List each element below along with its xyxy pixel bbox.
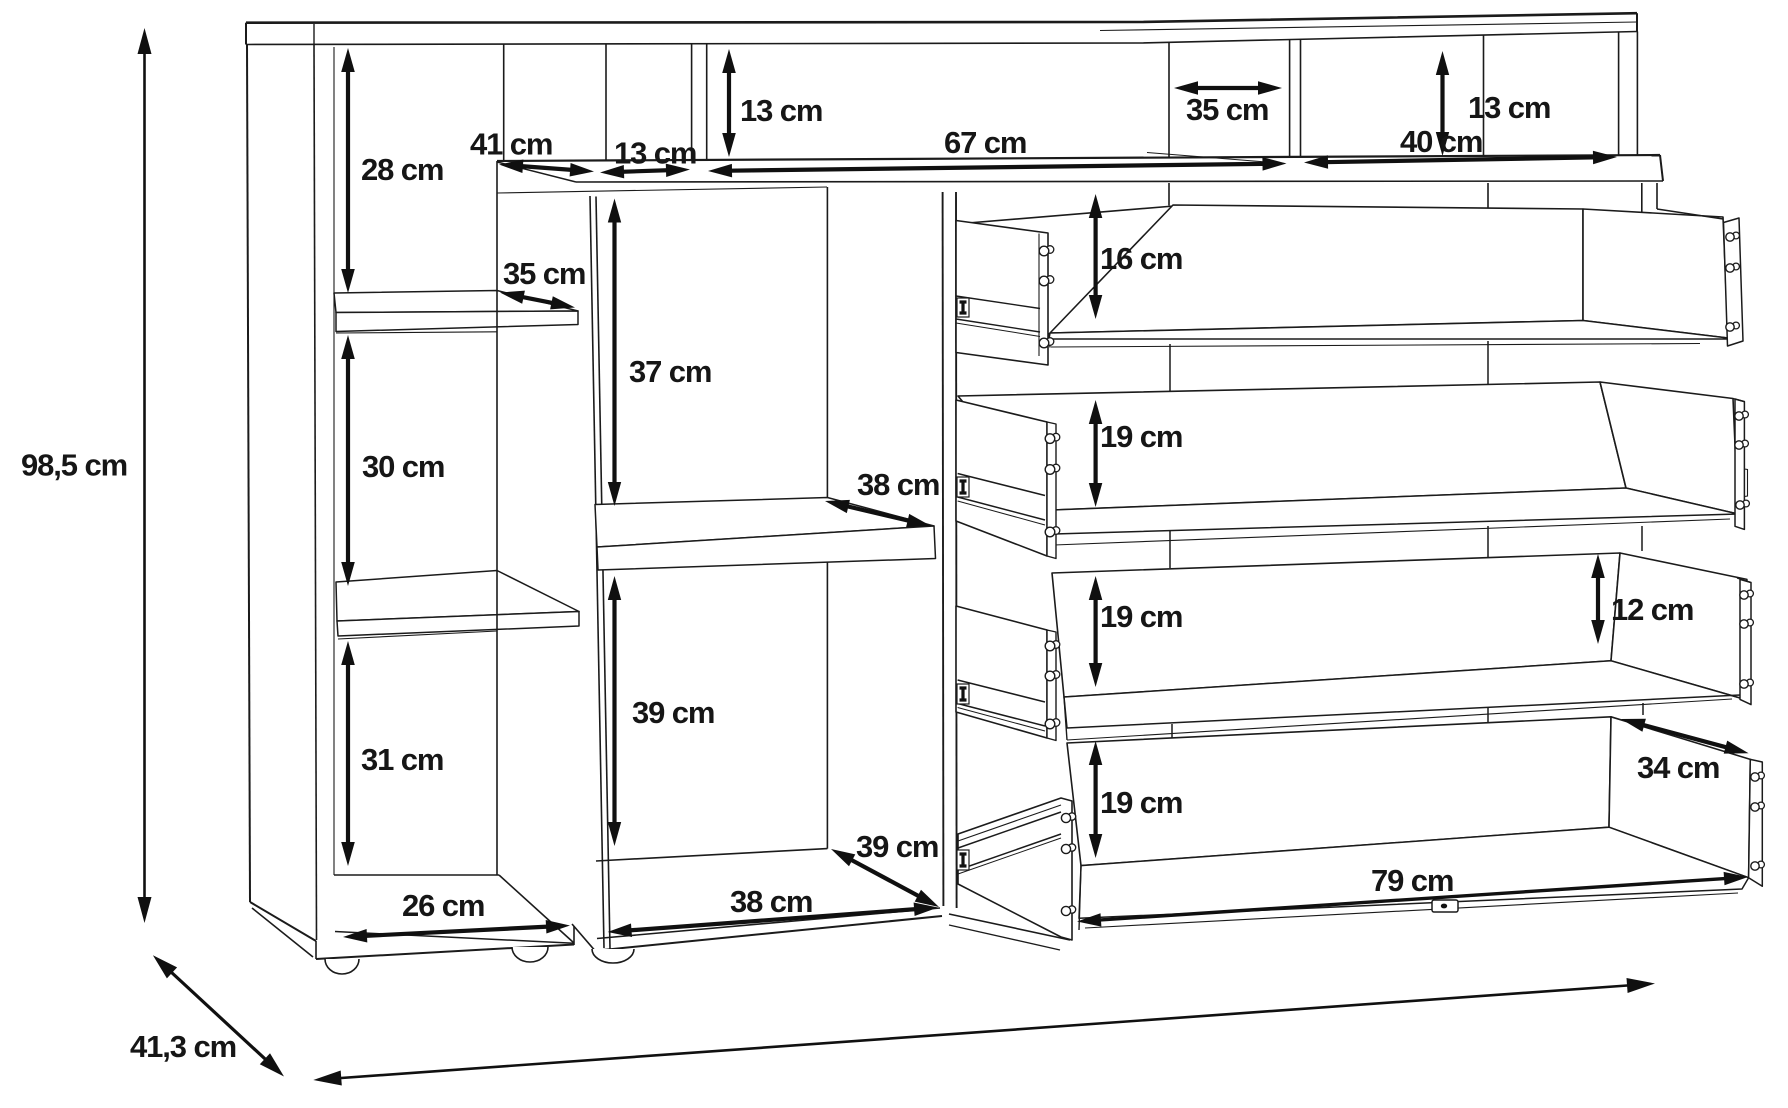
svg-text:79 cm: 79 cm (1371, 863, 1453, 898)
svg-text:38 cm: 38 cm (730, 884, 812, 919)
svg-text:38 cm: 38 cm (857, 467, 939, 502)
svg-text:41 cm: 41 cm (470, 127, 552, 162)
svg-text:35 cm: 35 cm (1186, 92, 1268, 127)
svg-text:13 cm: 13 cm (1468, 90, 1550, 125)
svg-text:19 cm: 19 cm (1100, 419, 1182, 454)
svg-text:40 cm: 40 cm (1400, 124, 1482, 159)
svg-text:67 cm: 67 cm (944, 125, 1026, 160)
svg-text:30 cm: 30 cm (362, 449, 444, 484)
svg-text:13 cm: 13 cm (740, 93, 822, 128)
svg-text:31 cm: 31 cm (361, 742, 443, 777)
svg-text:19 cm: 19 cm (1100, 599, 1182, 634)
svg-text:34 cm: 34 cm (1637, 750, 1719, 785)
svg-text:41,3 cm: 41,3 cm (130, 1029, 236, 1064)
svg-text:16 cm: 16 cm (1100, 241, 1182, 276)
svg-text:12 cm: 12 cm (1611, 592, 1693, 627)
svg-text:35 cm: 35 cm (503, 256, 585, 291)
svg-text:13 cm: 13 cm (614, 136, 696, 171)
svg-text:37 cm: 37 cm (629, 354, 711, 389)
svg-text:28 cm: 28 cm (361, 152, 443, 187)
svg-text:39 cm: 39 cm (856, 829, 938, 864)
svg-text:39 cm: 39 cm (632, 695, 714, 730)
svg-text:98,5 cm: 98,5 cm (21, 448, 127, 483)
svg-text:26 cm: 26 cm (402, 888, 484, 923)
svg-text:19 cm: 19 cm (1100, 785, 1182, 820)
